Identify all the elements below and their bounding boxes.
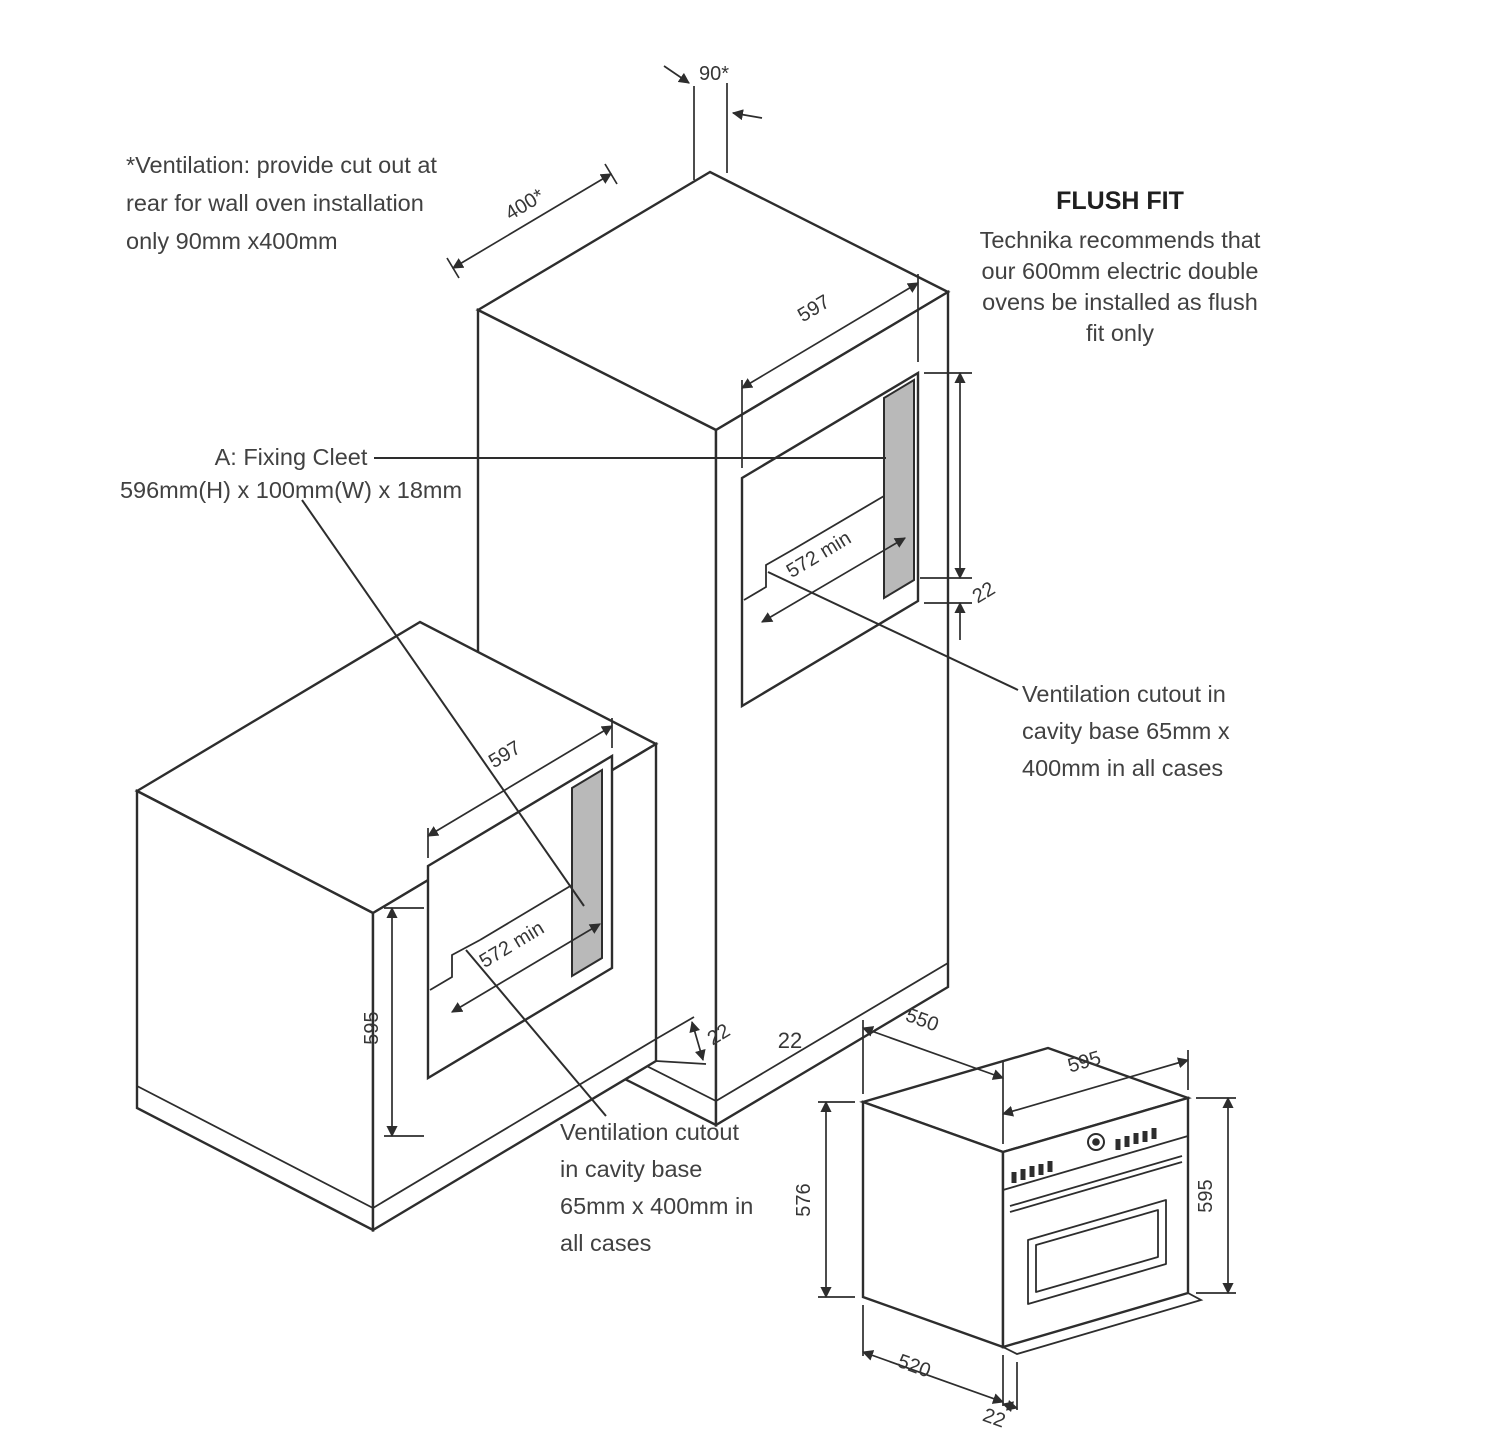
vent-cutout-upper-line: cavity base 65mm x <box>1022 718 1230 744</box>
upper-panel-thickness-label: 22 <box>969 578 999 608</box>
fixing-cleet-note: A: Fixing Cleet 596mm(H) x 100mm(W) x 18… <box>118 441 464 507</box>
oven-door-bottom-step <box>1002 1292 1204 1355</box>
oven-control-knob-center <box>1092 1138 1100 1146</box>
vent-slot-arrow-right <box>731 109 763 121</box>
flush-fit-line: our 600mm electric double <box>981 258 1259 284</box>
vent-slot-length-label: 400* <box>502 185 549 225</box>
oven-base-dim-line <box>861 1350 1005 1404</box>
flush-fit-title: FLUSH FIT <box>1056 187 1184 215</box>
leader-fixing-cleet-lower <box>301 499 585 907</box>
lower-width-dim-line <box>427 725 613 837</box>
oven-door-window-outer <box>1027 1199 1167 1305</box>
bench-cabinet-fixing-cleat <box>571 768 603 978</box>
leader-vent-cutout-lower <box>465 949 607 1117</box>
vent-cutout-upper-line: Ventilation cutout in <box>1022 681 1226 707</box>
vent-cutout-lower-note: Ventilation cutout in cavity base 65mm x… <box>560 1114 800 1262</box>
oven-control-buttons-right <box>1115 1128 1157 1150</box>
ventilation-note: *Ventilation: provide cut out at rear fo… <box>126 146 486 260</box>
oven-door-handle-top <box>1009 1155 1183 1207</box>
oven-door-handle-bottom <box>1009 1161 1183 1213</box>
vent-cutout-lower-line: all cases <box>560 1230 652 1256</box>
oven-control-panel-divider <box>1002 1135 1189 1191</box>
dim-oven-door-thickness: 22 <box>980 1362 1019 1433</box>
vent-cutout-upper-line: 400mm in all cases <box>1022 755 1224 781</box>
oven-front-height-label: 595 <box>1195 1179 1217 1212</box>
upper-clearance-dim-line <box>761 537 906 623</box>
upper-width-dim-line <box>741 282 919 389</box>
lower-thickness-ext-top <box>655 1016 695 1040</box>
vent-length-dim-line <box>452 173 612 269</box>
dim-oven-body-height: 576 <box>793 1100 855 1299</box>
vent-cutout-upper-note: Ventilation cutout in cavity base 65mm x… <box>1022 676 1282 787</box>
flush-fit-line: ovens be installed as flush <box>982 289 1258 315</box>
lower-cavity-height-label: 595 <box>361 1011 383 1044</box>
oven-door-window-inner <box>1035 1209 1159 1293</box>
tall-cabinet-fixing-cleat <box>883 378 915 600</box>
oven-top-depth-label: 550 <box>903 1004 942 1036</box>
bench-cabinet-base-inner-edge <box>136 1038 657 1210</box>
dim-lower-cavity-height: 595 <box>361 906 424 1138</box>
panel-thickness-note-label: 22 <box>778 1028 802 1053</box>
ventilation-note-line: only 90mm x400mm <box>126 228 338 254</box>
leader-vent-cutout-upper <box>767 571 1019 691</box>
lower-clearance-dim-line <box>451 923 601 1013</box>
oven-base-depth-label: 520 <box>895 1350 934 1382</box>
flush-fit-line: Technika recommends that <box>979 227 1261 253</box>
flush-fit-note: FLUSH FIT Technika recommends that our 6… <box>952 186 1288 349</box>
oven-depth-dim-line <box>861 1026 1005 1080</box>
vent-cutout-lower-line: in cavity base <box>560 1156 703 1182</box>
dim-oven-front-height: 595 <box>1195 1096 1236 1295</box>
fixing-cleet-line: 596mm(H) x 100mm(W) x 18mm <box>119 477 463 503</box>
lower-thickness-dim-line <box>689 1020 706 1062</box>
dim-vent-slot-width: 90* <box>663 63 763 180</box>
oven-body-height-label: 576 <box>793 1183 815 1216</box>
vent-cutout-lower-line: 65mm x 400mm in <box>560 1193 754 1219</box>
fixing-cleet-line: A: Fixing Cleet <box>214 444 368 470</box>
ventilation-note-line: rear for wall oven installation <box>126 190 424 216</box>
oven-door-thickness-label: 22 <box>980 1404 1008 1432</box>
oven-control-buttons-left <box>1011 1161 1053 1183</box>
vent-slot-width-label: 90* <box>699 63 729 85</box>
lower-thickness-ext-bottom <box>655 1060 707 1065</box>
oven-width-dim-line <box>1001 1057 1190 1117</box>
flush-fit-line: fit only <box>1086 320 1154 346</box>
vent-slot-arrow-left <box>663 65 690 84</box>
oven <box>859 1046 1204 1355</box>
vent-cutout-lower-line: Ventilation cutout <box>560 1119 739 1145</box>
ventilation-note-line: *Ventilation: provide cut out at <box>126 152 437 178</box>
oven-door-dim-line <box>1001 1399 1019 1413</box>
